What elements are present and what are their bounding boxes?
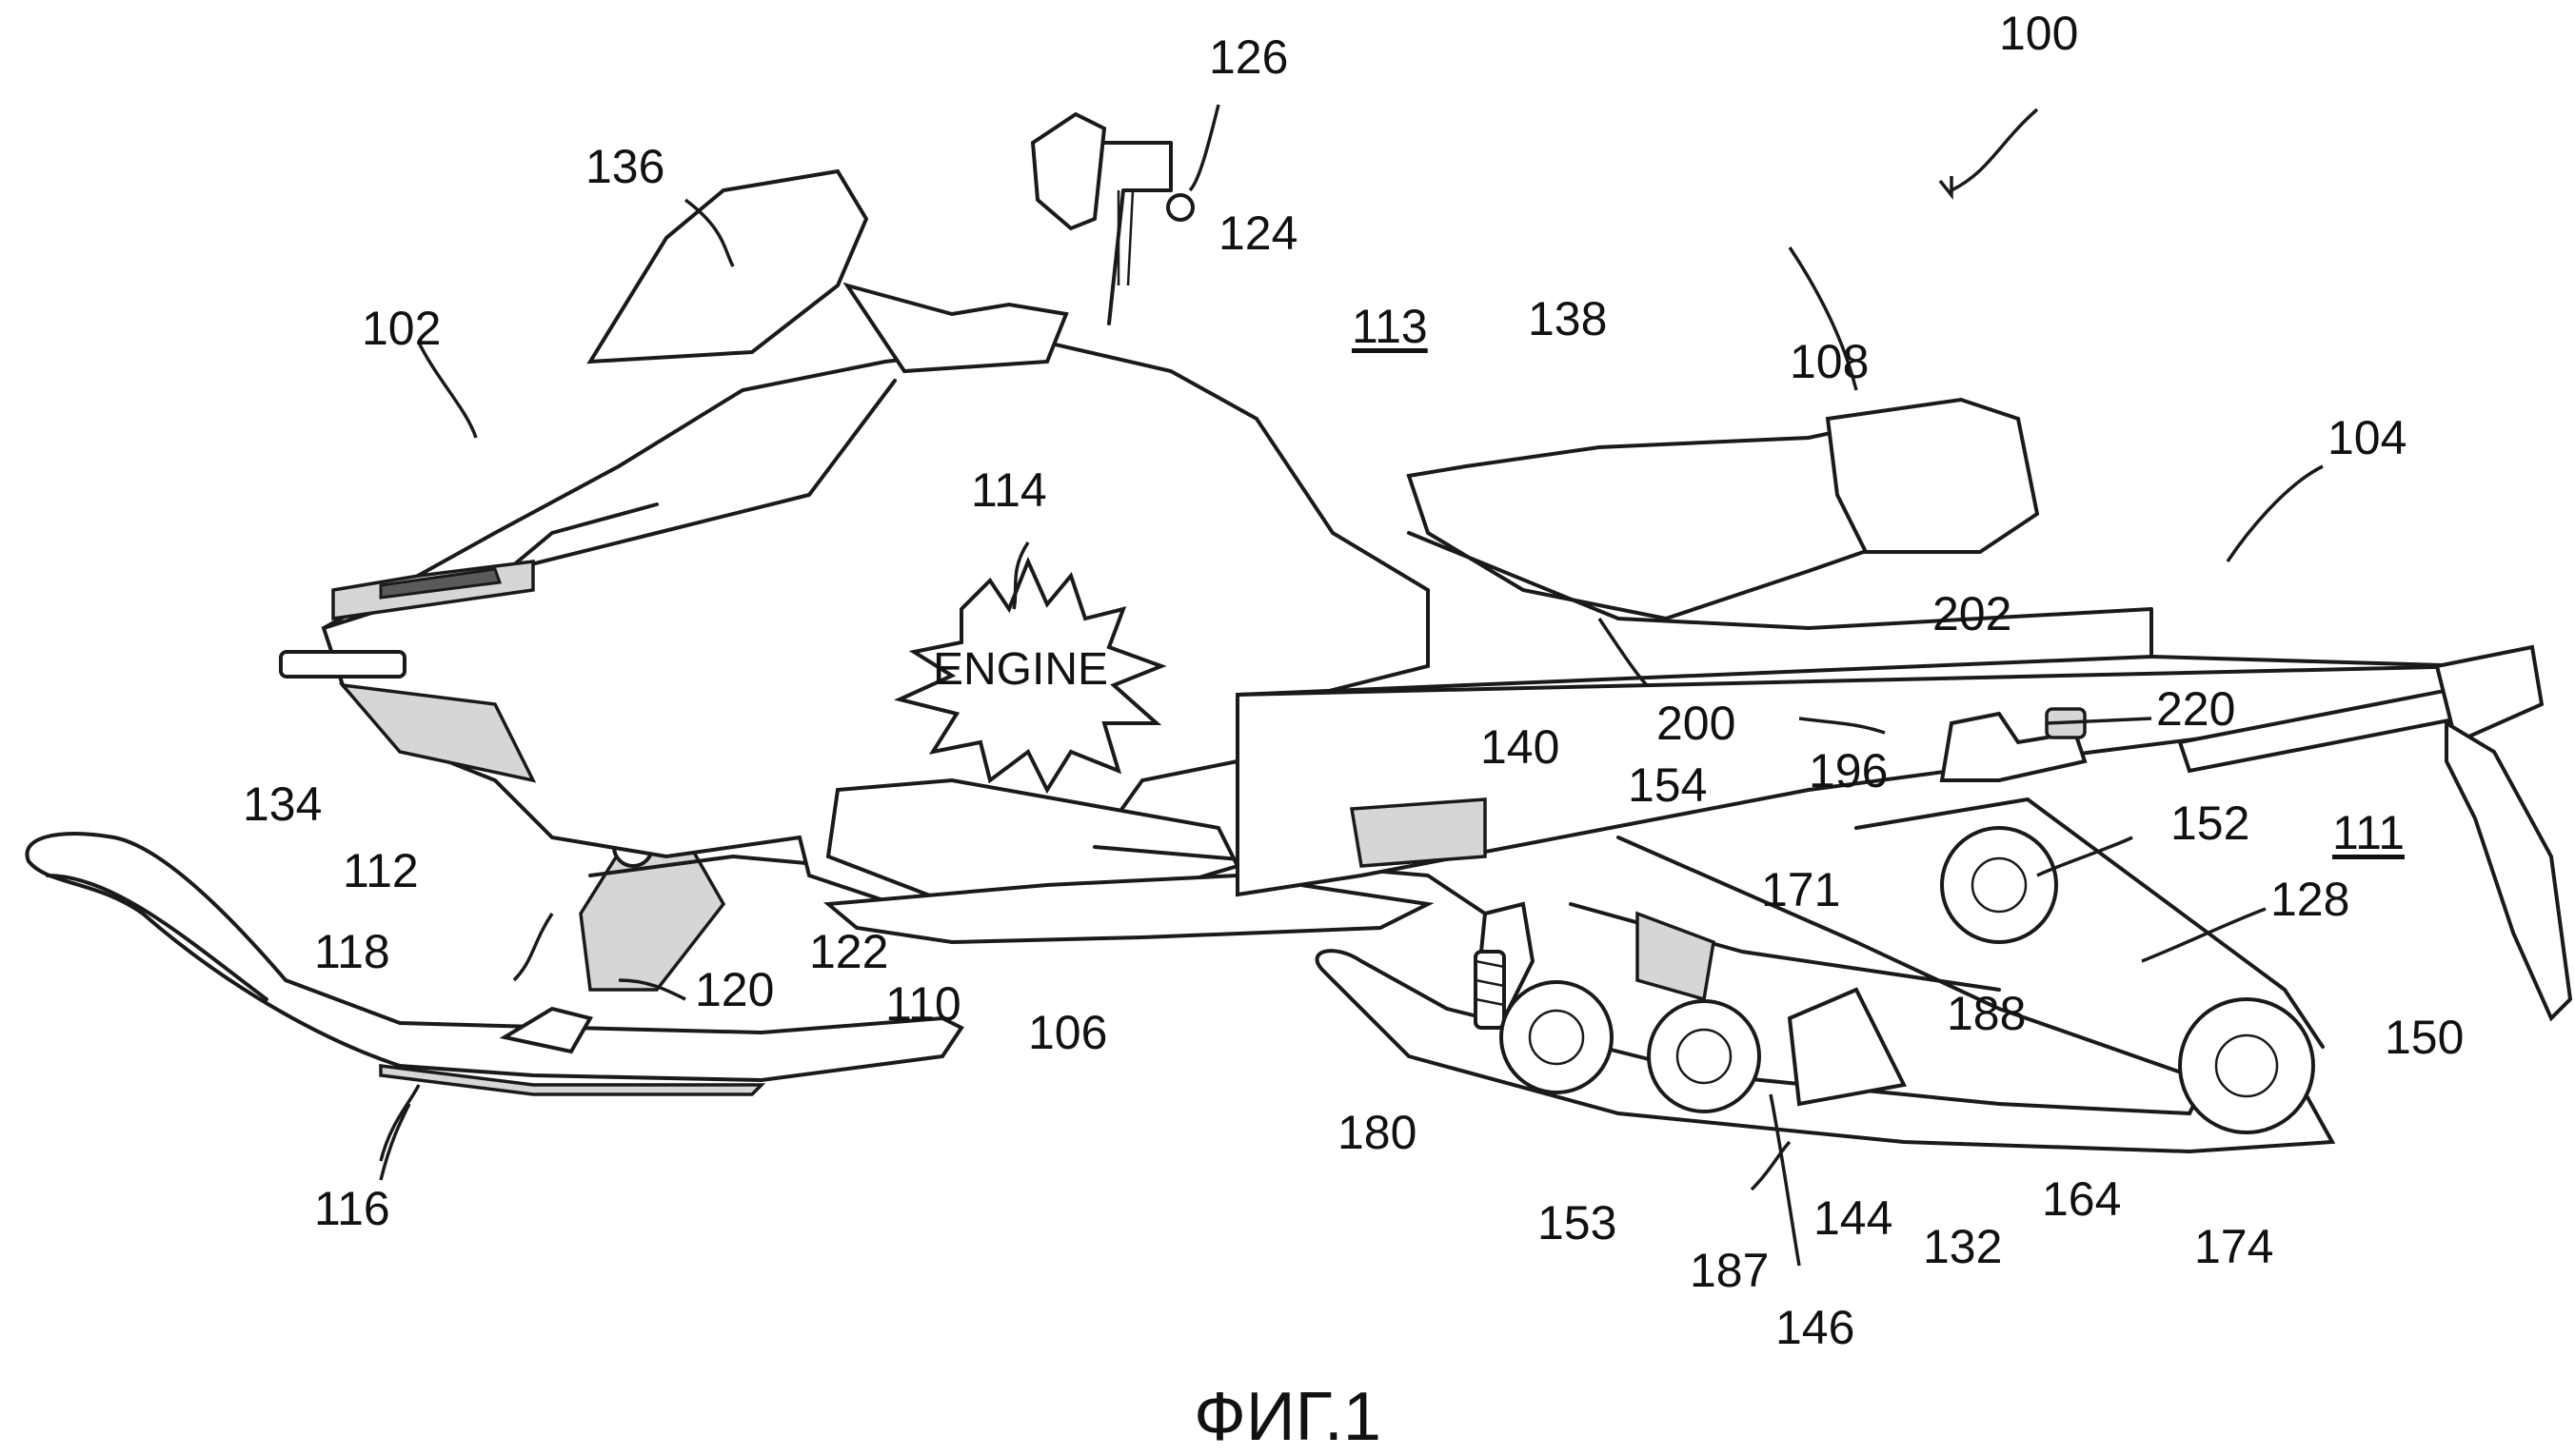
engine-label: ENGINE (933, 644, 1109, 695)
ref-124: 124 (1218, 207, 1298, 260)
ref-164: 164 (2042, 1172, 2122, 1226)
ref-138: 138 (1528, 292, 1608, 345)
ref-196: 196 (1809, 744, 1889, 797)
ref-140: 140 (1480, 720, 1560, 774)
seat (1406, 397, 2153, 659)
ref-174: 174 (2194, 1220, 2274, 1273)
ref-116: 116 (314, 1182, 390, 1235)
ref-132: 132 (1923, 1220, 2003, 1273)
ski (25, 832, 964, 1096)
ref-154: 154 (1628, 758, 1708, 812)
ref-104: 104 (2327, 411, 2407, 464)
ref-120: 120 (695, 963, 775, 1016)
ref-106: 106 (1028, 1006, 1108, 1059)
ref-171: 171 (1761, 863, 1841, 916)
ref-113: 113 (1352, 300, 1428, 353)
ref-153: 153 (1537, 1196, 1617, 1249)
ref-102: 102 (362, 302, 442, 355)
ref-118: 118 (314, 925, 390, 978)
ref-126: 126 (1209, 30, 1289, 84)
ref-187: 187 (1690, 1244, 1770, 1297)
ref-134: 134 (243, 777, 323, 831)
handlebar (1030, 111, 1195, 325)
ref-150: 150 (2385, 1011, 2465, 1064)
engine-burst (893, 556, 1167, 795)
ref-180: 180 (1337, 1106, 1417, 1159)
ref-220: 220 (2156, 682, 2236, 736)
ref-100: 100 (1999, 7, 2079, 60)
snow-flap (2434, 644, 2573, 1022)
ref-202: 202 (1932, 587, 2012, 640)
ref-146: 146 (1775, 1301, 1855, 1354)
ref-111: 111 (2332, 806, 2406, 859)
ref-114: 114 (971, 463, 1047, 517)
body (279, 168, 1487, 945)
wheels (1499, 826, 2315, 1134)
tunnel (1236, 654, 2535, 897)
ref-144: 144 (1813, 1191, 1893, 1245)
ref-200: 200 (1656, 697, 1736, 750)
ref-112: 112 (343, 844, 419, 897)
ref-110: 110 (885, 977, 961, 1031)
ref-152: 152 (2170, 797, 2250, 850)
figure-caption: ФИГ.1 (1194, 1379, 1381, 1455)
ref-122: 122 (809, 925, 889, 978)
ref-188: 188 (1947, 987, 2027, 1040)
ref-108: 108 (1790, 335, 1870, 388)
ref-128: 128 (2270, 873, 2350, 926)
ref-136: 136 (585, 140, 665, 193)
leader-lines (379, 104, 2324, 1267)
